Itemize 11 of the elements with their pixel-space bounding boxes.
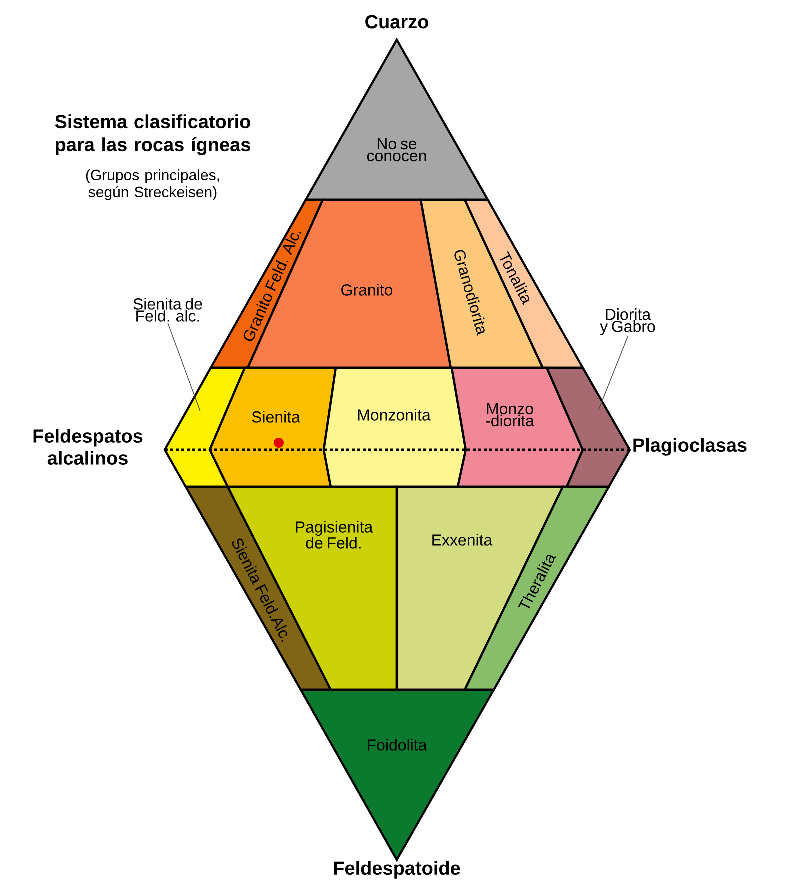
region-label: Diorita y Gabro [600, 308, 656, 336]
axis-label: Plagioclasas [634, 438, 747, 456]
region-label: Sienita de Feld. alc. [134, 298, 202, 322]
field-region: Sienita [208, 366, 338, 488]
field-region [164, 366, 247, 488]
axis-label: Feldespatos alcalinos [34, 429, 143, 465]
field-region: Monzo -diorita [450, 366, 584, 488]
leader-line [168, 322, 201, 412]
title: Sistema clasificatorio para las rocas ígneas [55, 114, 250, 156]
leader-line [598, 336, 628, 411]
subtitle: (Grupos principales, según Streckeisen) [86, 170, 220, 200]
